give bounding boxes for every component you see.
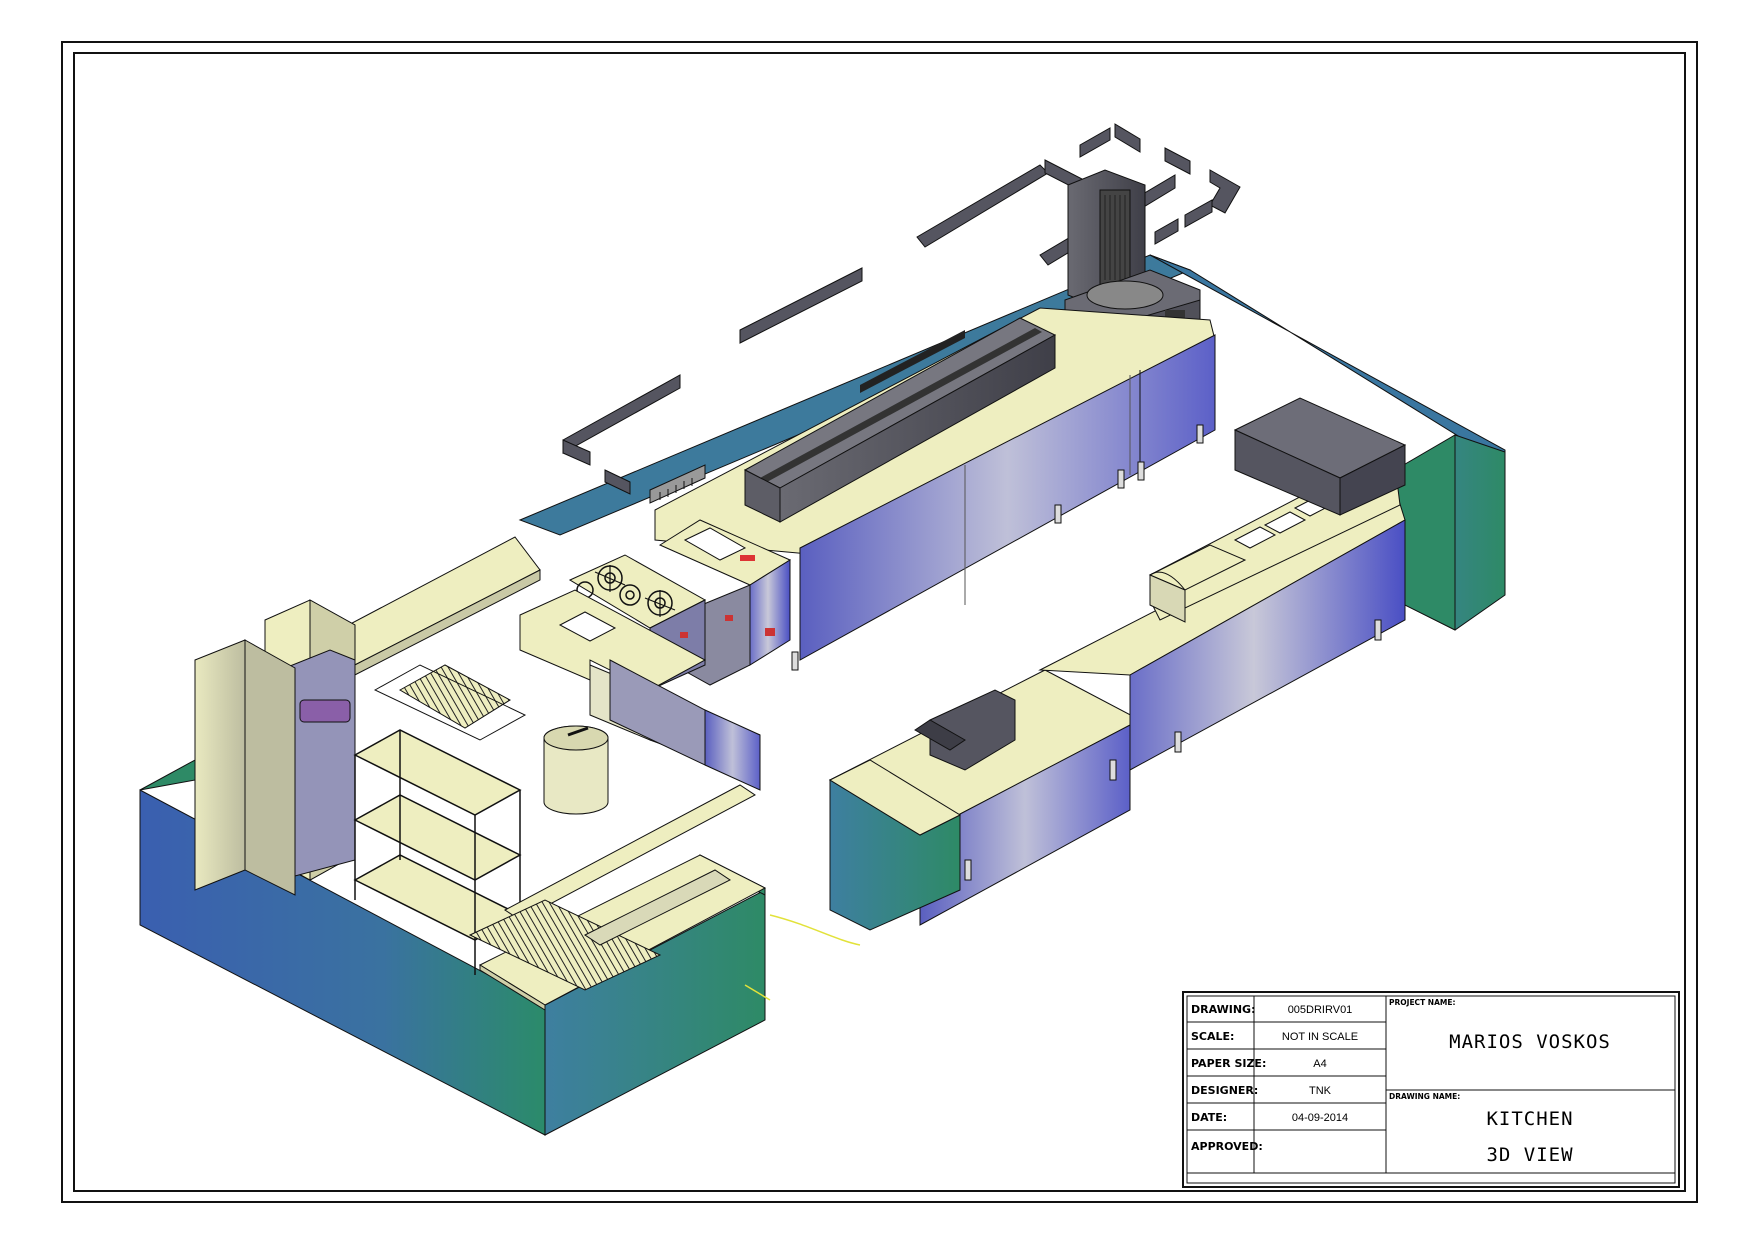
designer-label: DESIGNER: [1191,1084,1258,1097]
wire-shelving-rack [353,729,522,975]
date-value: 04-09-2014 [1292,1112,1348,1124]
drawing-name-line1: KITCHEN [1486,1108,1573,1130]
inner-frame [73,52,1686,1192]
drawing-value: 005DRIRV01 [1288,1004,1353,1016]
paper-size-label: PAPER SIZE: [1191,1057,1266,1070]
back-counter-line [649,307,1216,671]
scale-value: NOT IN SCALE [1282,1031,1358,1043]
date-label: DATE: [1191,1111,1227,1124]
paper-size-value: A4 [1313,1058,1326,1070]
designer-value: TNK [1309,1085,1332,1097]
lower-left-counter [468,784,756,991]
left-wall-shelf [319,536,541,681]
cable-line [769,914,861,946]
left-prep-counter [519,589,761,815]
drawing-label: DRAWING: [1191,1003,1255,1016]
right-front-counter [828,397,1407,931]
outer-frame [61,41,1698,1203]
drawing-name-label: DRAWING NAME: [1389,1092,1460,1101]
project-name-label: PROJECT NAME: [1389,998,1455,1007]
project-name-value: MARIOS VOSKOS [1449,1031,1611,1053]
tall-refrigerator [194,599,356,896]
drawing-name-line2: 3D VIEW [1486,1144,1573,1166]
scale-label: SCALE: [1191,1030,1234,1043]
title-block: DRAWING: 005DRIRV01 SCALE: NOT IN SCALE … [1182,991,1680,1188]
approved-label: APPROVED: [1191,1140,1263,1153]
grill-top-left [373,664,527,741]
cable-line-2 [744,984,771,1001]
